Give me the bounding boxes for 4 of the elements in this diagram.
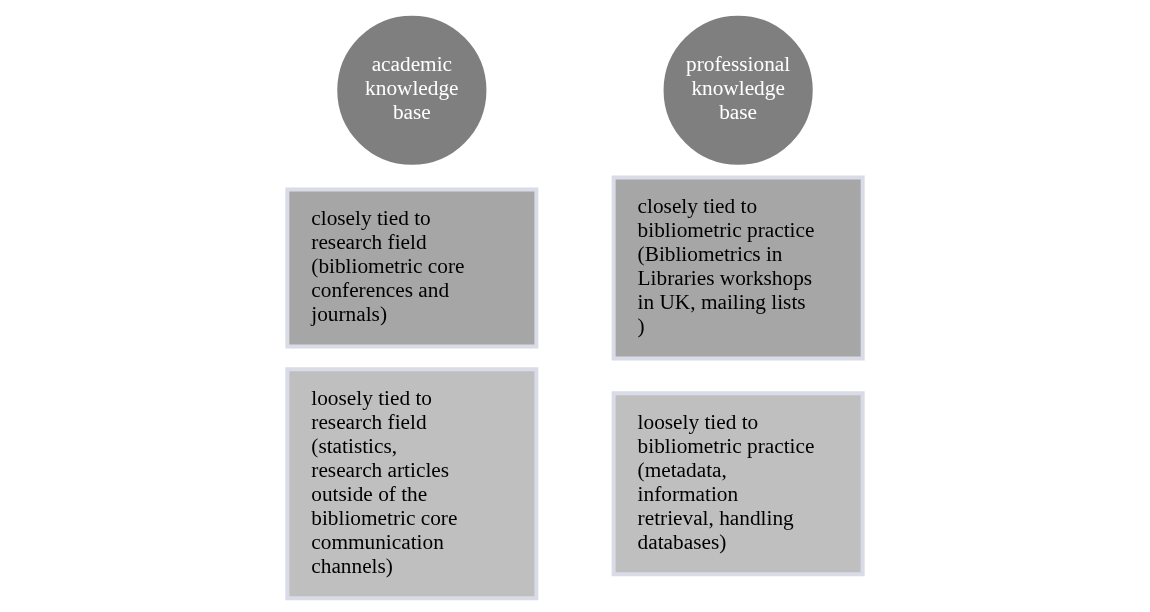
node-box: closely tied to research field (bibliometric core conferences and journals) [285, 187, 539, 349]
node-box: loosely tied to research field (statistics, research articles outside of the bibliometric core communication channels) [285, 367, 539, 601]
node-box: loosely tied to bibliometric practice (metadata, information retrieval, handling databases) [611, 391, 865, 577]
node-box: closely tied to bibliometric practice (Bibliometrics in Libraries workshops in UK, mailing lists ) [611, 175, 865, 361]
